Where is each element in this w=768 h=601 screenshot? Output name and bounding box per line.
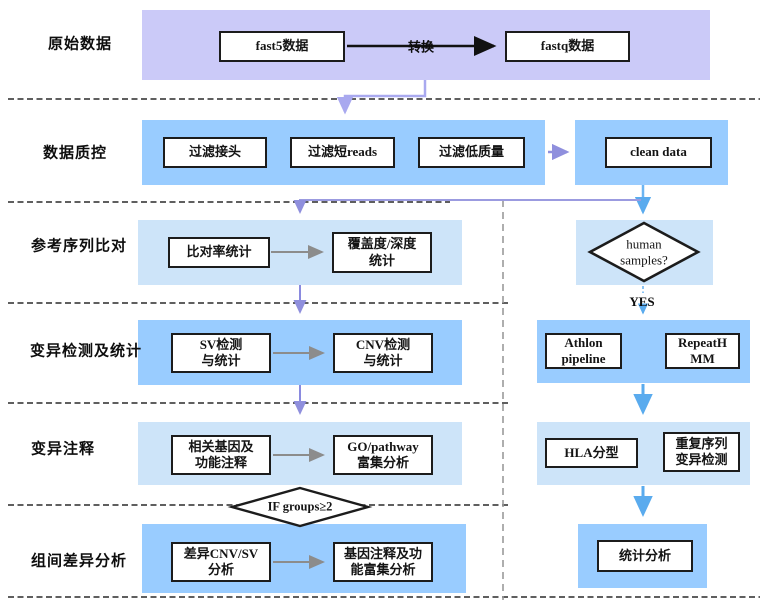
row-label-alignment: 参考序列比对 — [30, 237, 128, 255]
node-filter-low-quality: 过滤低质量 — [418, 137, 525, 168]
node-diff-cnv-sv: 差异CNV/SV 分析 — [171, 542, 271, 582]
node-gene-annotation: 相关基因及 功能注释 — [171, 435, 271, 475]
arrow-clean-to-alignment — [293, 199, 641, 214]
node-coverage-depth: 覆盖度/深度 统计 — [332, 232, 432, 273]
row-label-qc: 数据质控 — [42, 144, 108, 162]
node-fastq-data: fastq数据 — [505, 31, 630, 62]
arrow-raw-to-qc — [336, 80, 427, 115]
node-filter-short-reads: 过滤短reads — [290, 137, 395, 168]
if-groups-label: IF groups≥2 — [267, 499, 333, 514]
node-cnv-detect: CNV检测 与统计 — [333, 333, 433, 373]
node-align-rate: 比对率统计 — [168, 237, 270, 268]
node-athlon-pipeline: Athlon pipeline — [545, 333, 622, 369]
node-fast5-data: fast5数据 — [219, 31, 345, 62]
node-statistics: 统计分析 — [597, 540, 693, 572]
node-sv-detect: SV检测 与统计 — [171, 333, 271, 373]
node-filter-adapter: 过滤接头 — [163, 137, 267, 168]
yes-edge-label: YES — [629, 294, 655, 309]
human-samples-label: human samples? — [620, 236, 668, 267]
node-go-pathway: GO/pathway 富集分析 — [333, 435, 433, 475]
convert-edge-label: 转换 — [407, 39, 435, 55]
row-label-annotation: 变异注释 — [30, 440, 96, 458]
row-label-difference: 组间差异分析 — [30, 552, 128, 570]
row-label-raw-data: 原始数据 — [47, 35, 113, 53]
row-label-variant: 变异检测及统计 — [29, 342, 143, 360]
node-hla-typing: HLA分型 — [545, 438, 638, 468]
node-repeathmm: RepeatH MM — [665, 333, 740, 369]
node-clean-data: clean data — [605, 137, 712, 168]
node-repeat-variant: 重复序列 变异检测 — [663, 432, 740, 472]
node-gene-enrichment: 基因注释及功 能富集分析 — [333, 542, 433, 582]
